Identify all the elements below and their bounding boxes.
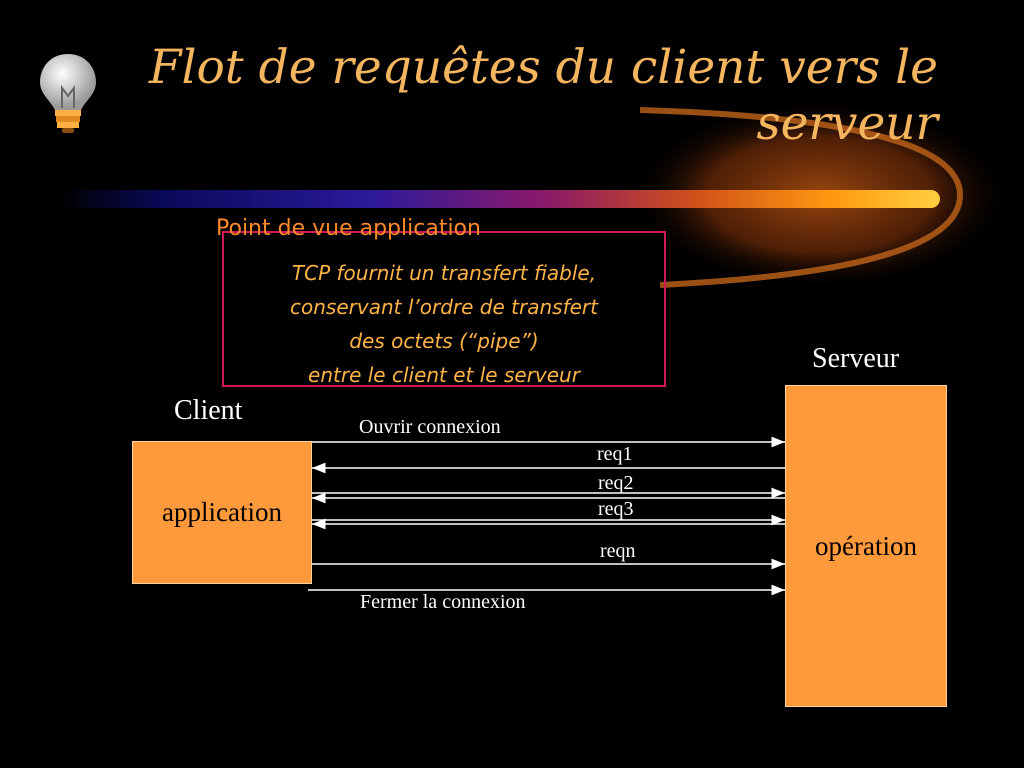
message-open-connection: Ouvrir connexion <box>359 416 501 438</box>
subtitle: Point de vue application <box>216 216 481 241</box>
tcp-note-line-4: entre le client et le serveur <box>308 363 580 387</box>
tcp-note-frame <box>222 231 666 387</box>
decorative-swoosh <box>60 100 1010 290</box>
title-line-2: serveur <box>756 96 938 151</box>
message-req2: req2 <box>598 472 634 494</box>
message-req1: req1 <box>597 443 633 465</box>
title-line-1: Flot de requêtes du client vers le <box>148 40 938 95</box>
server-operation-box: opération <box>785 385 947 707</box>
lightbulb-icon <box>40 54 96 133</box>
tcp-note: TCP fournit un transfert fiable, conserv… <box>218 256 670 392</box>
server-label: Serveur <box>812 343 900 374</box>
tcp-note-line-3: des octets (“pipe”) <box>349 329 539 353</box>
client-application-box: application <box>132 441 312 584</box>
tcp-note-line-1: TCP fournit un transfert fiable, <box>291 261 597 285</box>
message-reqn: reqn <box>600 540 636 562</box>
tcp-note-line-2: conservant l’ordre de transfert <box>290 295 598 319</box>
server-box-text: opération <box>815 530 917 561</box>
client-box-text: application <box>162 497 282 527</box>
message-close-connection: Fermer la connexion <box>360 591 526 613</box>
message-req3: req3 <box>598 498 634 520</box>
slide-title: Flot de requêtes du client vers le serve… <box>110 40 938 152</box>
client-label: Client <box>174 395 243 426</box>
